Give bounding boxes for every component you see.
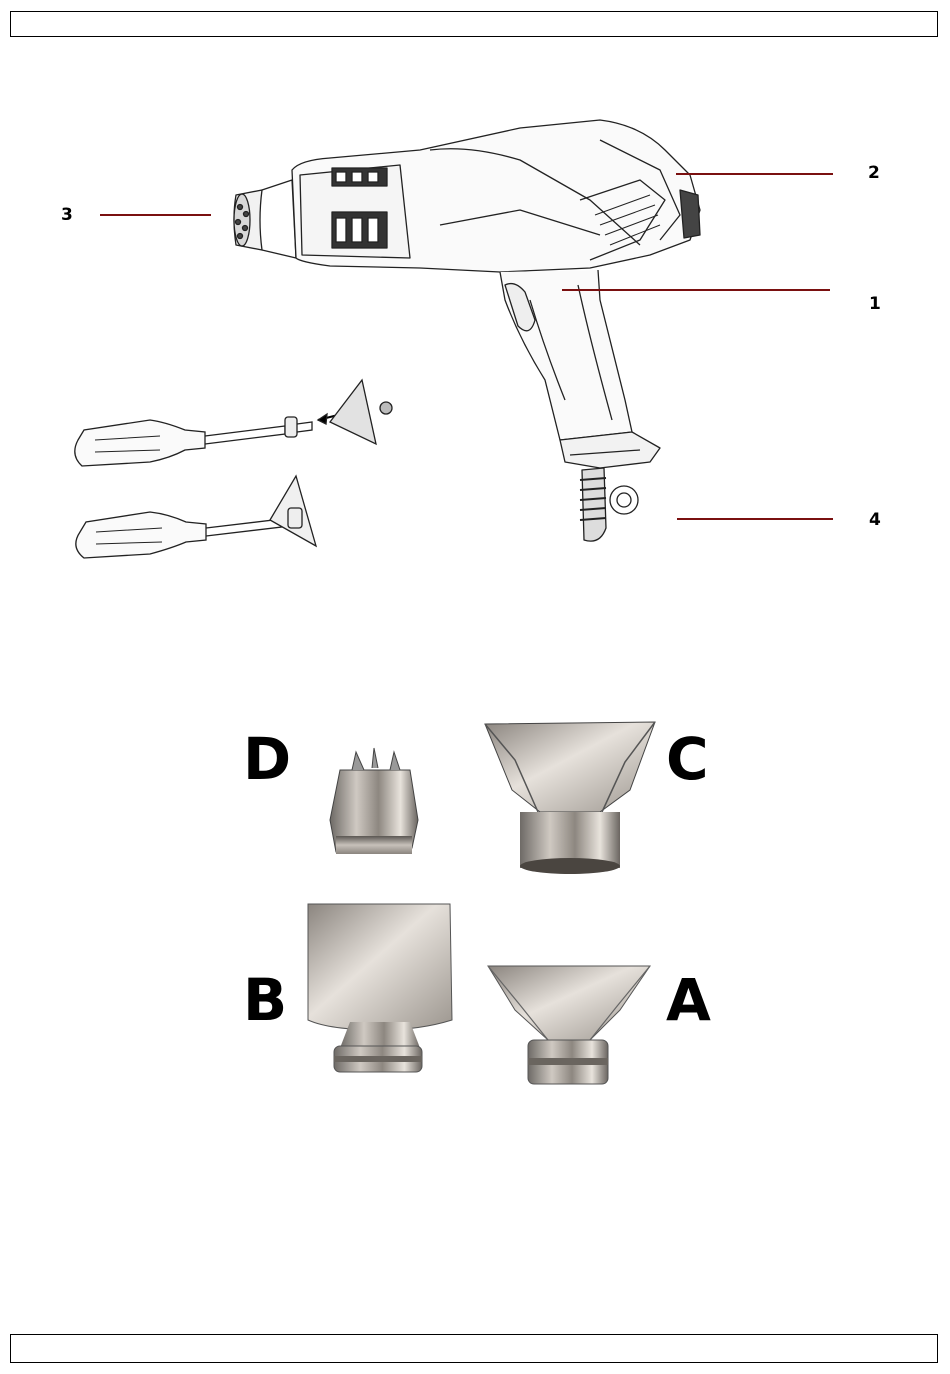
nozzle-c-image [485,722,655,874]
nozzle-b-image [308,904,452,1072]
nozzle-a-image [488,966,650,1084]
nozzle-label-b: B [243,971,287,1029]
nozzle-label-d: D [243,730,291,788]
nozzle-label-c: C [666,730,709,788]
nozzle-d-image [330,748,418,854]
nozzle-set-drawing [0,0,950,1120]
nozzle-label-a: A [666,971,711,1029]
page-footer-box [10,1334,938,1363]
